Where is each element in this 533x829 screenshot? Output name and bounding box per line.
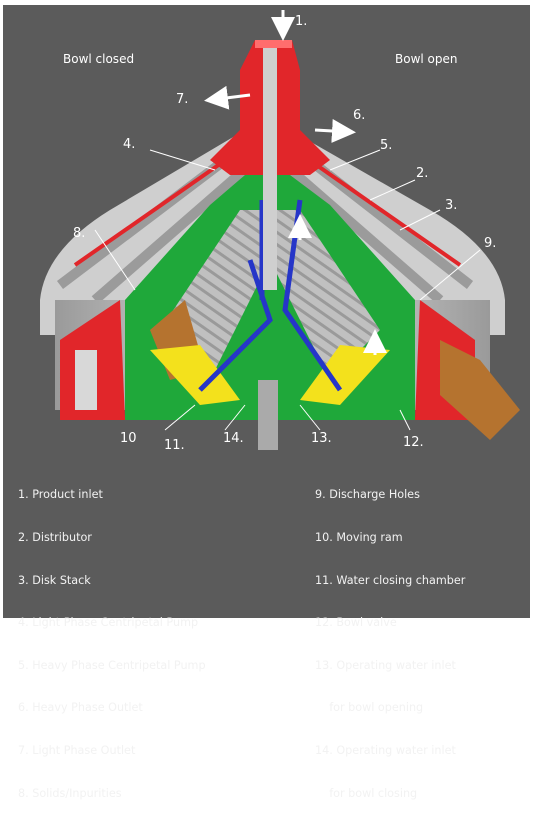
callout-1: 1. xyxy=(295,14,307,29)
legend-item: 13. Operating water inlet xyxy=(315,659,465,673)
inlet-pipe-top xyxy=(255,40,292,48)
legend-item: 4. Light Phase Centripetal Pump xyxy=(18,616,206,630)
bowl-closed-heading: Bowl closed xyxy=(63,52,134,66)
legend-item: 14. Operating water inlet xyxy=(315,744,465,758)
callout-12: 12. xyxy=(403,435,424,450)
callout-13: 13. xyxy=(311,431,332,446)
callout-4: 4. xyxy=(123,137,135,152)
legend-item: 12. Bowl valve xyxy=(315,616,465,630)
legend-item: for bowl opening xyxy=(315,701,465,715)
callout-8: 8. xyxy=(73,226,85,241)
legend-item: 8. Solids/Inpurities xyxy=(18,787,206,801)
legend-right: 9. Discharge Holes 10. Moving ram 11. Wa… xyxy=(315,460,465,829)
callout-14: 14. xyxy=(223,431,244,446)
callout-2: 2. xyxy=(416,166,428,181)
legend-item: 11. Water closing chamber xyxy=(315,574,465,588)
callout-6: 6. xyxy=(353,108,365,123)
callout-9: 9. xyxy=(484,236,496,251)
callout-11: 11. xyxy=(164,438,185,453)
callout-7: 7. xyxy=(176,92,188,107)
arrow-icon xyxy=(315,130,350,132)
legend-left: 1. Product inlet 2. Distributor 3. Disk … xyxy=(18,460,206,829)
legend-item: 2. Distributor xyxy=(18,531,206,545)
callout-3: 3. xyxy=(445,198,457,213)
callout-10: 10 xyxy=(120,431,137,446)
legend-item: 10. Moving ram xyxy=(315,531,465,545)
callout-5: 5. xyxy=(380,138,392,153)
legend-item: 3. Disk Stack xyxy=(18,574,206,588)
legend-item: 6. Heavy Phase Outlet xyxy=(18,701,206,715)
legend-item: 9. Discharge Holes xyxy=(315,488,465,502)
centrifuge-figure: Bowl closed Bowl open 1. 2. 3. 4. 5. 6. … xyxy=(0,0,533,621)
legend-item: 5. Heavy Phase Centripetal Pump xyxy=(18,659,206,673)
left-red-inner xyxy=(75,350,97,410)
legend-item: 7. Light Phase Outlet xyxy=(18,744,206,758)
legend-item: for bowl closing xyxy=(315,787,465,801)
legend-item: 1. Product inlet xyxy=(18,488,206,502)
inlet-pipe-core xyxy=(263,40,277,290)
spindle xyxy=(258,380,278,450)
bowl-open-heading: Bowl open xyxy=(395,52,457,66)
